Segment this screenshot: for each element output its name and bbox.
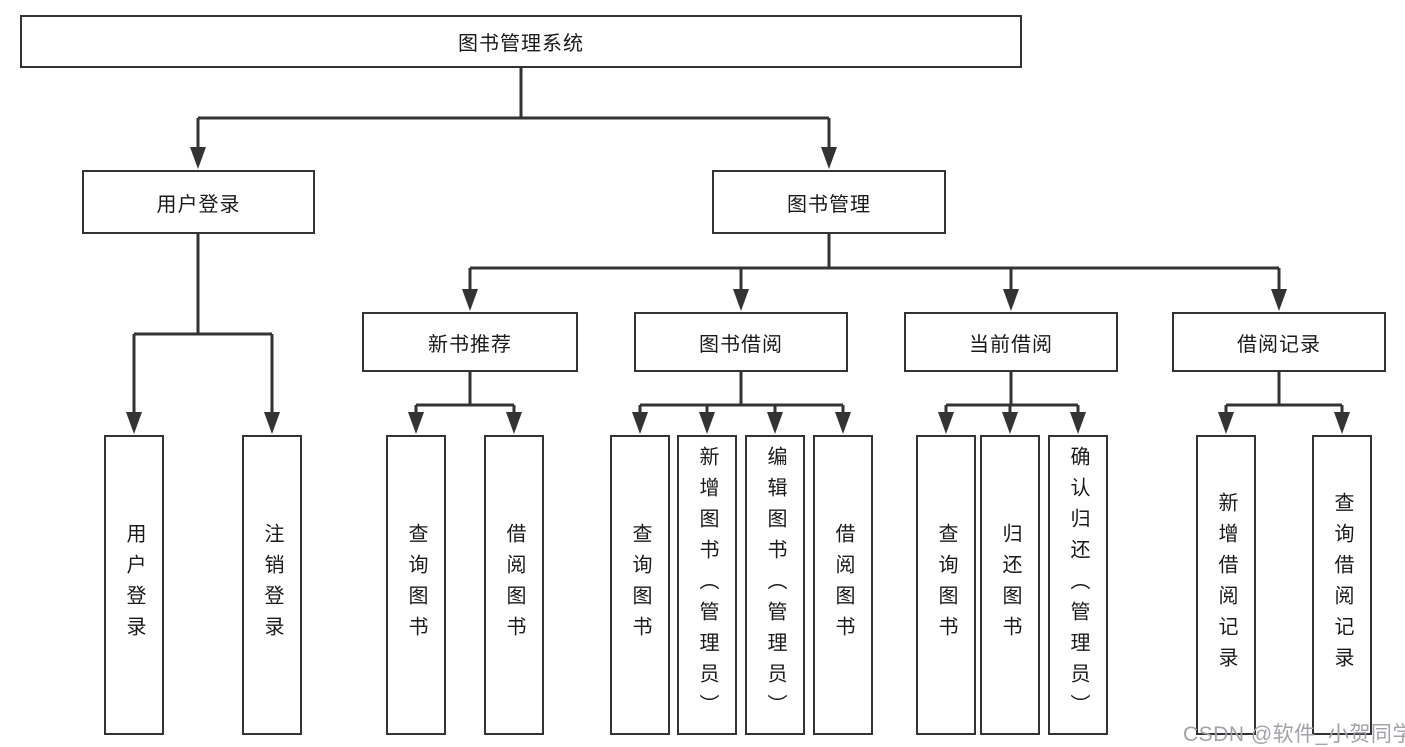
connector-borrow-record xyxy=(1224,372,1344,414)
node-new-book-recommend: 新书推荐 xyxy=(362,312,578,372)
node-user-login-label: 用户登录 xyxy=(156,193,241,216)
leaf-add-book-admin: 新增图书（管理员） xyxy=(677,435,737,735)
arrow-down-icon xyxy=(632,412,648,434)
leaf-return-book-label: 归还图书 xyxy=(999,523,1021,647)
arrow-down-icon xyxy=(126,412,142,434)
arrow-down-icon xyxy=(1070,412,1086,434)
arrow-down-icon xyxy=(1003,289,1019,311)
arrow-down-icon xyxy=(767,412,783,434)
node-current-borrow-label: 当前借阅 xyxy=(969,333,1053,356)
arrow-down-icon xyxy=(733,289,749,311)
node-book-borrow-label: 图书借阅 xyxy=(699,333,783,356)
arrow-down-icon xyxy=(264,412,280,434)
connector-current-borrow xyxy=(944,372,1080,414)
leaf-borrow-book-recommend: 借阅图书 xyxy=(484,435,544,735)
arrow-down-icon xyxy=(462,289,478,311)
arrow-down-icon xyxy=(1002,412,1018,434)
leaf-query-borrow-record-label: 查询借阅记录 xyxy=(1331,492,1353,678)
arrow-down-icon xyxy=(1271,289,1287,311)
leaf-query-book-recommend-label: 查询图书 xyxy=(405,523,427,647)
leaf-edit-book-admin: 编辑图书（管理员） xyxy=(745,435,805,735)
leaf-query-book-borrow: 查询图书 xyxy=(610,435,670,735)
leaf-add-book-admin-label: 新增图书（管理员） xyxy=(696,445,718,725)
connector-user-login xyxy=(132,234,274,414)
arrow-down-icon xyxy=(190,147,206,169)
watermark: CSDN @软件_小贺同学 xyxy=(1183,723,1405,746)
node-current-borrow: 当前借阅 xyxy=(904,312,1118,372)
arrow-down-icon xyxy=(938,412,954,434)
leaf-edit-book-admin-label: 编辑图书（管理员） xyxy=(764,445,786,725)
arrow-down-icon xyxy=(408,412,424,434)
node-new-book-recommend-label: 新书推荐 xyxy=(428,333,512,356)
leaf-query-book-borrow-label: 查询图书 xyxy=(629,523,651,647)
leaf-user-login-label: 用户登录 xyxy=(123,523,145,647)
arrow-down-icon xyxy=(835,412,851,434)
arrow-down-icon xyxy=(1334,412,1350,434)
leaf-query-book-current: 查询图书 xyxy=(916,435,976,735)
leaf-query-book-recommend: 查询图书 xyxy=(386,435,446,735)
node-book-management: 图书管理 xyxy=(712,170,946,234)
arrow-heads xyxy=(126,147,1350,434)
leaf-logout: 注销登录 xyxy=(242,435,302,735)
node-book-management-label: 图书管理 xyxy=(787,193,871,216)
node-borrow-record: 借阅记录 xyxy=(1172,312,1386,372)
node-root: 图书管理系统 xyxy=(20,15,1022,68)
leaf-user-login: 用户登录 xyxy=(104,435,164,735)
connector-paths xyxy=(132,68,1344,414)
node-user-login: 用户登录 xyxy=(82,170,315,234)
connector-new-book-recommend xyxy=(414,372,516,414)
leaf-query-borrow-record: 查询借阅记录 xyxy=(1312,435,1372,735)
leaf-borrow-book-recommend-label: 借阅图书 xyxy=(503,523,525,647)
leaf-return-book: 归还图书 xyxy=(980,435,1040,735)
arrow-down-icon xyxy=(699,412,715,434)
arrow-down-icon xyxy=(821,147,837,169)
leaf-logout-label: 注销登录 xyxy=(261,523,283,647)
arrow-down-icon xyxy=(506,412,522,434)
node-book-borrow: 图书借阅 xyxy=(634,312,848,372)
leaf-borrow-book-label: 借阅图书 xyxy=(832,523,854,647)
leaf-confirm-return-admin: 确认归还（管理员） xyxy=(1048,435,1108,735)
connector-book-management xyxy=(468,234,1281,292)
connector-book-borrow xyxy=(638,372,845,414)
leaf-add-borrow-record-label: 新增借阅记录 xyxy=(1215,492,1237,678)
leaf-add-borrow-record: 新增借阅记录 xyxy=(1196,435,1256,735)
node-borrow-record-label: 借阅记录 xyxy=(1237,333,1321,356)
connector-root xyxy=(196,68,831,150)
leaf-query-book-current-label: 查询图书 xyxy=(935,523,957,647)
arrow-down-icon xyxy=(1218,412,1234,434)
leaf-confirm-return-admin-label: 确认归还（管理员） xyxy=(1067,445,1089,725)
node-root-label: 图书管理系统 xyxy=(458,33,584,55)
leaf-borrow-book: 借阅图书 xyxy=(813,435,873,735)
